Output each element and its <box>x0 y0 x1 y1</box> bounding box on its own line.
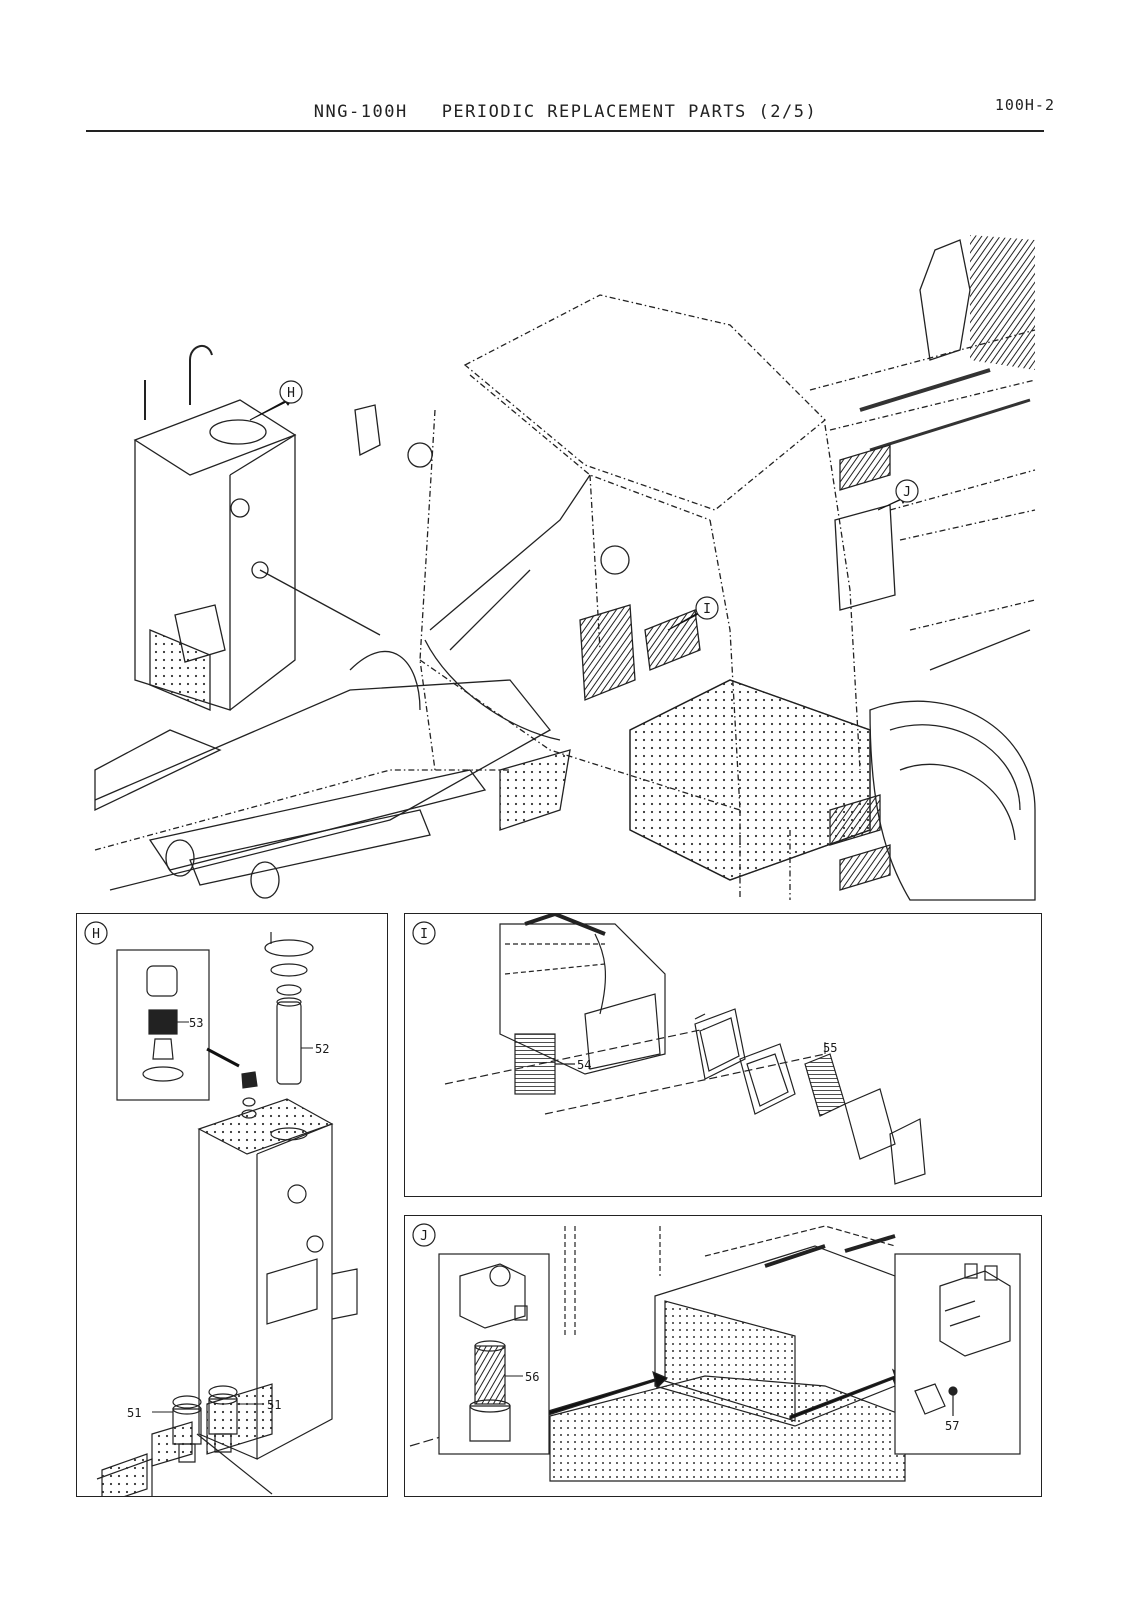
part-55-label: 55 <box>823 1041 837 1055</box>
part-51-right-label: 51 <box>267 1398 281 1412</box>
document-title: PERIODIC REPLACEMENT PARTS (2/5) <box>441 102 818 122</box>
callout-j-label: J <box>903 485 911 500</box>
detail-j-panel: J 56 <box>404 1215 1042 1497</box>
part-54-label: 54 <box>577 1058 591 1072</box>
header-rule <box>86 130 1044 132</box>
model-code: NNG-100H <box>313 102 408 122</box>
detail-i-label: I <box>420 927 428 942</box>
page-number: 100H-2 <box>994 96 1055 114</box>
detail-i-drawing: I 54 55 <box>412 914 926 1185</box>
part-53-label: 53 <box>189 1016 203 1030</box>
detail-h-drawing: H 53 52 <box>84 921 358 1496</box>
detail-j-drawing: J 56 <box>409 1223 1021 1482</box>
part-57-label: 57 <box>945 1419 959 1433</box>
page-title: NNG-100H PERIODIC REPLACEMENT PARTS (2/5) <box>0 102 1131 122</box>
callout-i-label: I <box>703 602 711 617</box>
part-51-left-label: 51 <box>127 1406 141 1420</box>
detail-h-panel: H 53 52 <box>76 913 388 1497</box>
main-view-drawing: H I J <box>94 235 1036 901</box>
detail-j-label: J <box>420 1229 428 1244</box>
part-56-label: 56 <box>525 1370 539 1384</box>
detail-h-label: H <box>92 927 100 942</box>
callout-h-label: H <box>287 386 295 401</box>
detail-i-panel: I 54 55 <box>404 913 1042 1197</box>
part-52-label: 52 <box>315 1042 329 1056</box>
